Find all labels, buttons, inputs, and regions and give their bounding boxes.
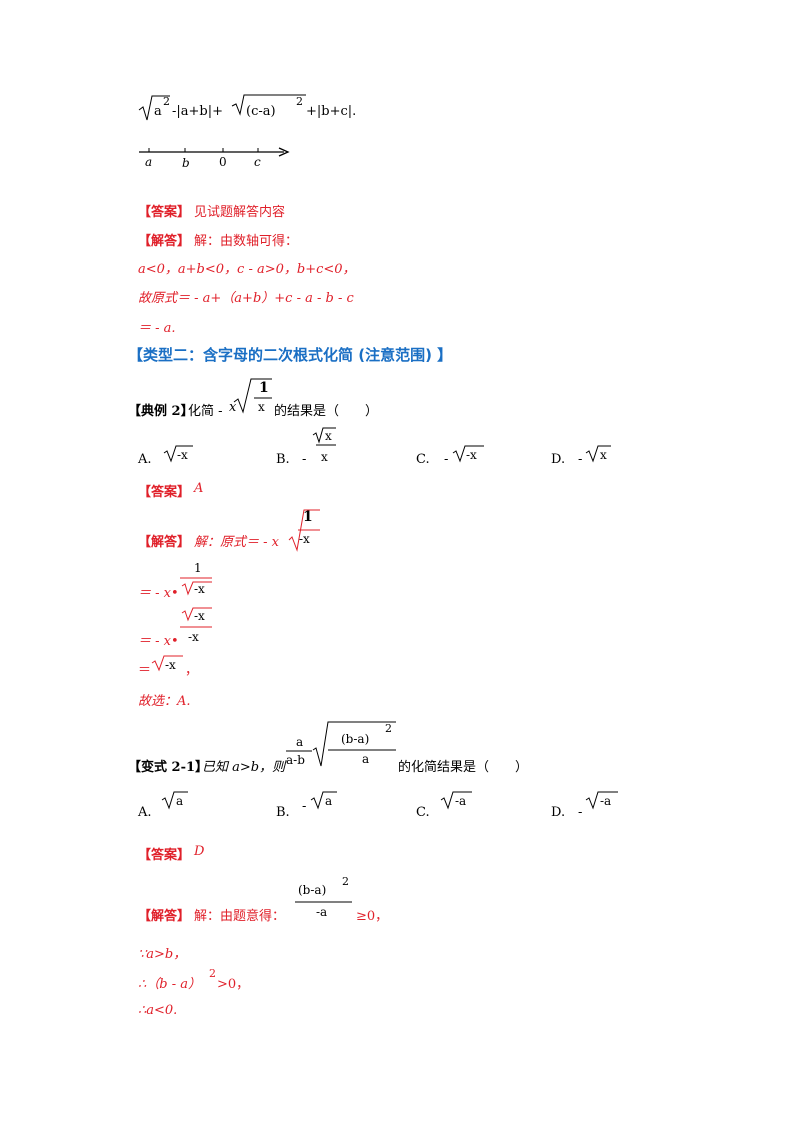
top-mid: -|a+b|+: [172, 104, 224, 119]
variant21-answer-tag: 【答案】: [138, 848, 191, 863]
example2-option-b-minus: -: [302, 452, 307, 467]
nl-label-c: c: [254, 155, 261, 169]
variant21-option-b-expr: a: [325, 794, 333, 808]
example2-step2-num: 1: [194, 561, 202, 575]
variant21-option-d-minus: -: [578, 805, 583, 820]
variant21-rad-sup: 2: [385, 722, 392, 735]
q1-line1: 解：由数轴可得：: [194, 234, 299, 249]
number-line-axis: [139, 147, 290, 157]
variant21-l2-tail: >0，: [217, 977, 250, 992]
example2-option-d-label[interactable]: D.: [551, 452, 566, 467]
top-ca: (c-a): [246, 104, 276, 119]
variant21-radicals: [286, 721, 396, 767]
example2-radical: [233, 378, 272, 414]
variant21-option-radicals: [161, 791, 618, 810]
example2-option-a-label[interactable]: A.: [138, 452, 152, 467]
example2-solve-text: 解：原式＝ - x: [194, 535, 279, 550]
example2-solve-tag: 【解答】: [138, 535, 191, 550]
example2-answer-tag: 【答案】: [138, 485, 191, 500]
example2-option-c-minus: -: [444, 452, 449, 467]
variant21-option-c-label[interactable]: C.: [416, 805, 430, 820]
variant21-l2: ∴（b - a）: [138, 977, 202, 992]
top-a: a: [154, 104, 162, 119]
example2-choose: 故选：A.: [138, 694, 191, 709]
example2-option-a-expr: -x: [177, 448, 188, 462]
top-sup-2b: 2: [296, 95, 303, 108]
variant21-option-c-expr: -a: [455, 794, 467, 808]
q1-line4: ＝ - a.: [138, 321, 176, 336]
example2-solution-radicals: [151, 509, 320, 672]
variant21-l1: ∵a>b，: [138, 947, 187, 962]
top-tail: +|b+c|.: [306, 104, 357, 119]
example2-solve-den: -x: [299, 532, 310, 546]
variant21-suffix: 的化简结果是（ ）: [398, 760, 529, 775]
example2-step4-rad: -x: [165, 658, 176, 672]
q1-answer-text: 见试题解答内容: [194, 205, 286, 220]
variant21-solve-tag: 【解答】: [138, 909, 191, 924]
example2-option-b-num: x: [325, 429, 332, 443]
variant21-option-b-label[interactable]: B.: [276, 805, 290, 820]
variant21-cond-rel: ≥0，: [356, 909, 389, 924]
example2-var: x: [229, 400, 237, 415]
variant21-rad-den: a: [362, 752, 370, 766]
example2-option-d-minus: -: [578, 452, 583, 467]
variant21-rad-num: (b-a): [341, 732, 370, 746]
example2-answer: A: [194, 481, 204, 496]
variant21-cond-sup: 2: [342, 875, 349, 888]
section-title: 【类型二：含字母的二次根式化简 (注意范围) 】: [128, 346, 453, 364]
variant21-cond-num: (b-a): [298, 883, 327, 897]
example2-solve-num: 1: [303, 509, 313, 525]
example2-step2-prefix: ＝ - x•: [138, 586, 179, 601]
example2-tag: 【典例 2】: [128, 404, 194, 419]
variant21-option-d-expr: -a: [600, 794, 612, 808]
variant21-cond-fraction: [295, 901, 352, 903]
q1-line2: a<0，a+b<0，c - a>0，b+c<0，: [138, 262, 356, 277]
example2-suffix: 的结果是（ ）: [274, 404, 379, 419]
nl-label-0: 0: [219, 155, 227, 169]
example2-option-c-label[interactable]: C.: [416, 452, 430, 467]
example2-option-b-label[interactable]: B.: [276, 452, 290, 467]
nl-label-b: b: [182, 156, 190, 170]
example2-step3-den: -x: [188, 630, 199, 644]
example2-frac-num: 1: [259, 380, 269, 396]
q1-answer-tag: 【答案】: [138, 205, 191, 220]
variant21-coef-den: a-b: [286, 753, 305, 767]
variant21-option-d-label[interactable]: D.: [551, 805, 566, 820]
top-radicals: [138, 94, 306, 121]
example2-step4-tail: ，: [185, 663, 199, 678]
example2-option-c-expr: -x: [466, 448, 477, 462]
example2-option-b-den: x: [321, 450, 328, 464]
variant21-tag: 【变式 2-1】: [128, 760, 209, 775]
variant21-answer: D: [194, 844, 205, 859]
variant21-l2-sup: 2: [209, 967, 216, 980]
example2-option-d-expr: x: [600, 448, 607, 462]
q1-line3: 故原式＝ - a+（a+b）+c - a - b - c: [138, 291, 354, 306]
example2-prefix: 化简 -: [188, 404, 223, 419]
example2-step2-den: -x: [194, 582, 205, 596]
example2-step4: ＝: [138, 663, 152, 678]
variant21-option-b-minus: -: [302, 799, 307, 814]
variant21-coef-num: a: [296, 735, 304, 749]
variant21-l3: ∴a<0.: [138, 1003, 178, 1018]
example2-frac-den: x: [258, 400, 265, 414]
example2-step3-num: -x: [194, 609, 205, 623]
variant21-option-a-expr: a: [176, 794, 184, 808]
q1-solve-tag: 【解答】: [138, 234, 191, 249]
variant21-cond-den: -a: [316, 905, 328, 919]
variant21-option-a-label[interactable]: A.: [138, 805, 152, 820]
nl-label-a: a: [145, 155, 153, 169]
variant21-solve-text: 解：由题意得：: [194, 909, 286, 924]
example2-step3-prefix: ＝ - x•: [138, 634, 179, 649]
variant21-prefix: 已知 a>b，则: [202, 760, 286, 775]
top-sup-2: 2: [163, 95, 170, 108]
example2-option-radicals: [163, 427, 611, 463]
